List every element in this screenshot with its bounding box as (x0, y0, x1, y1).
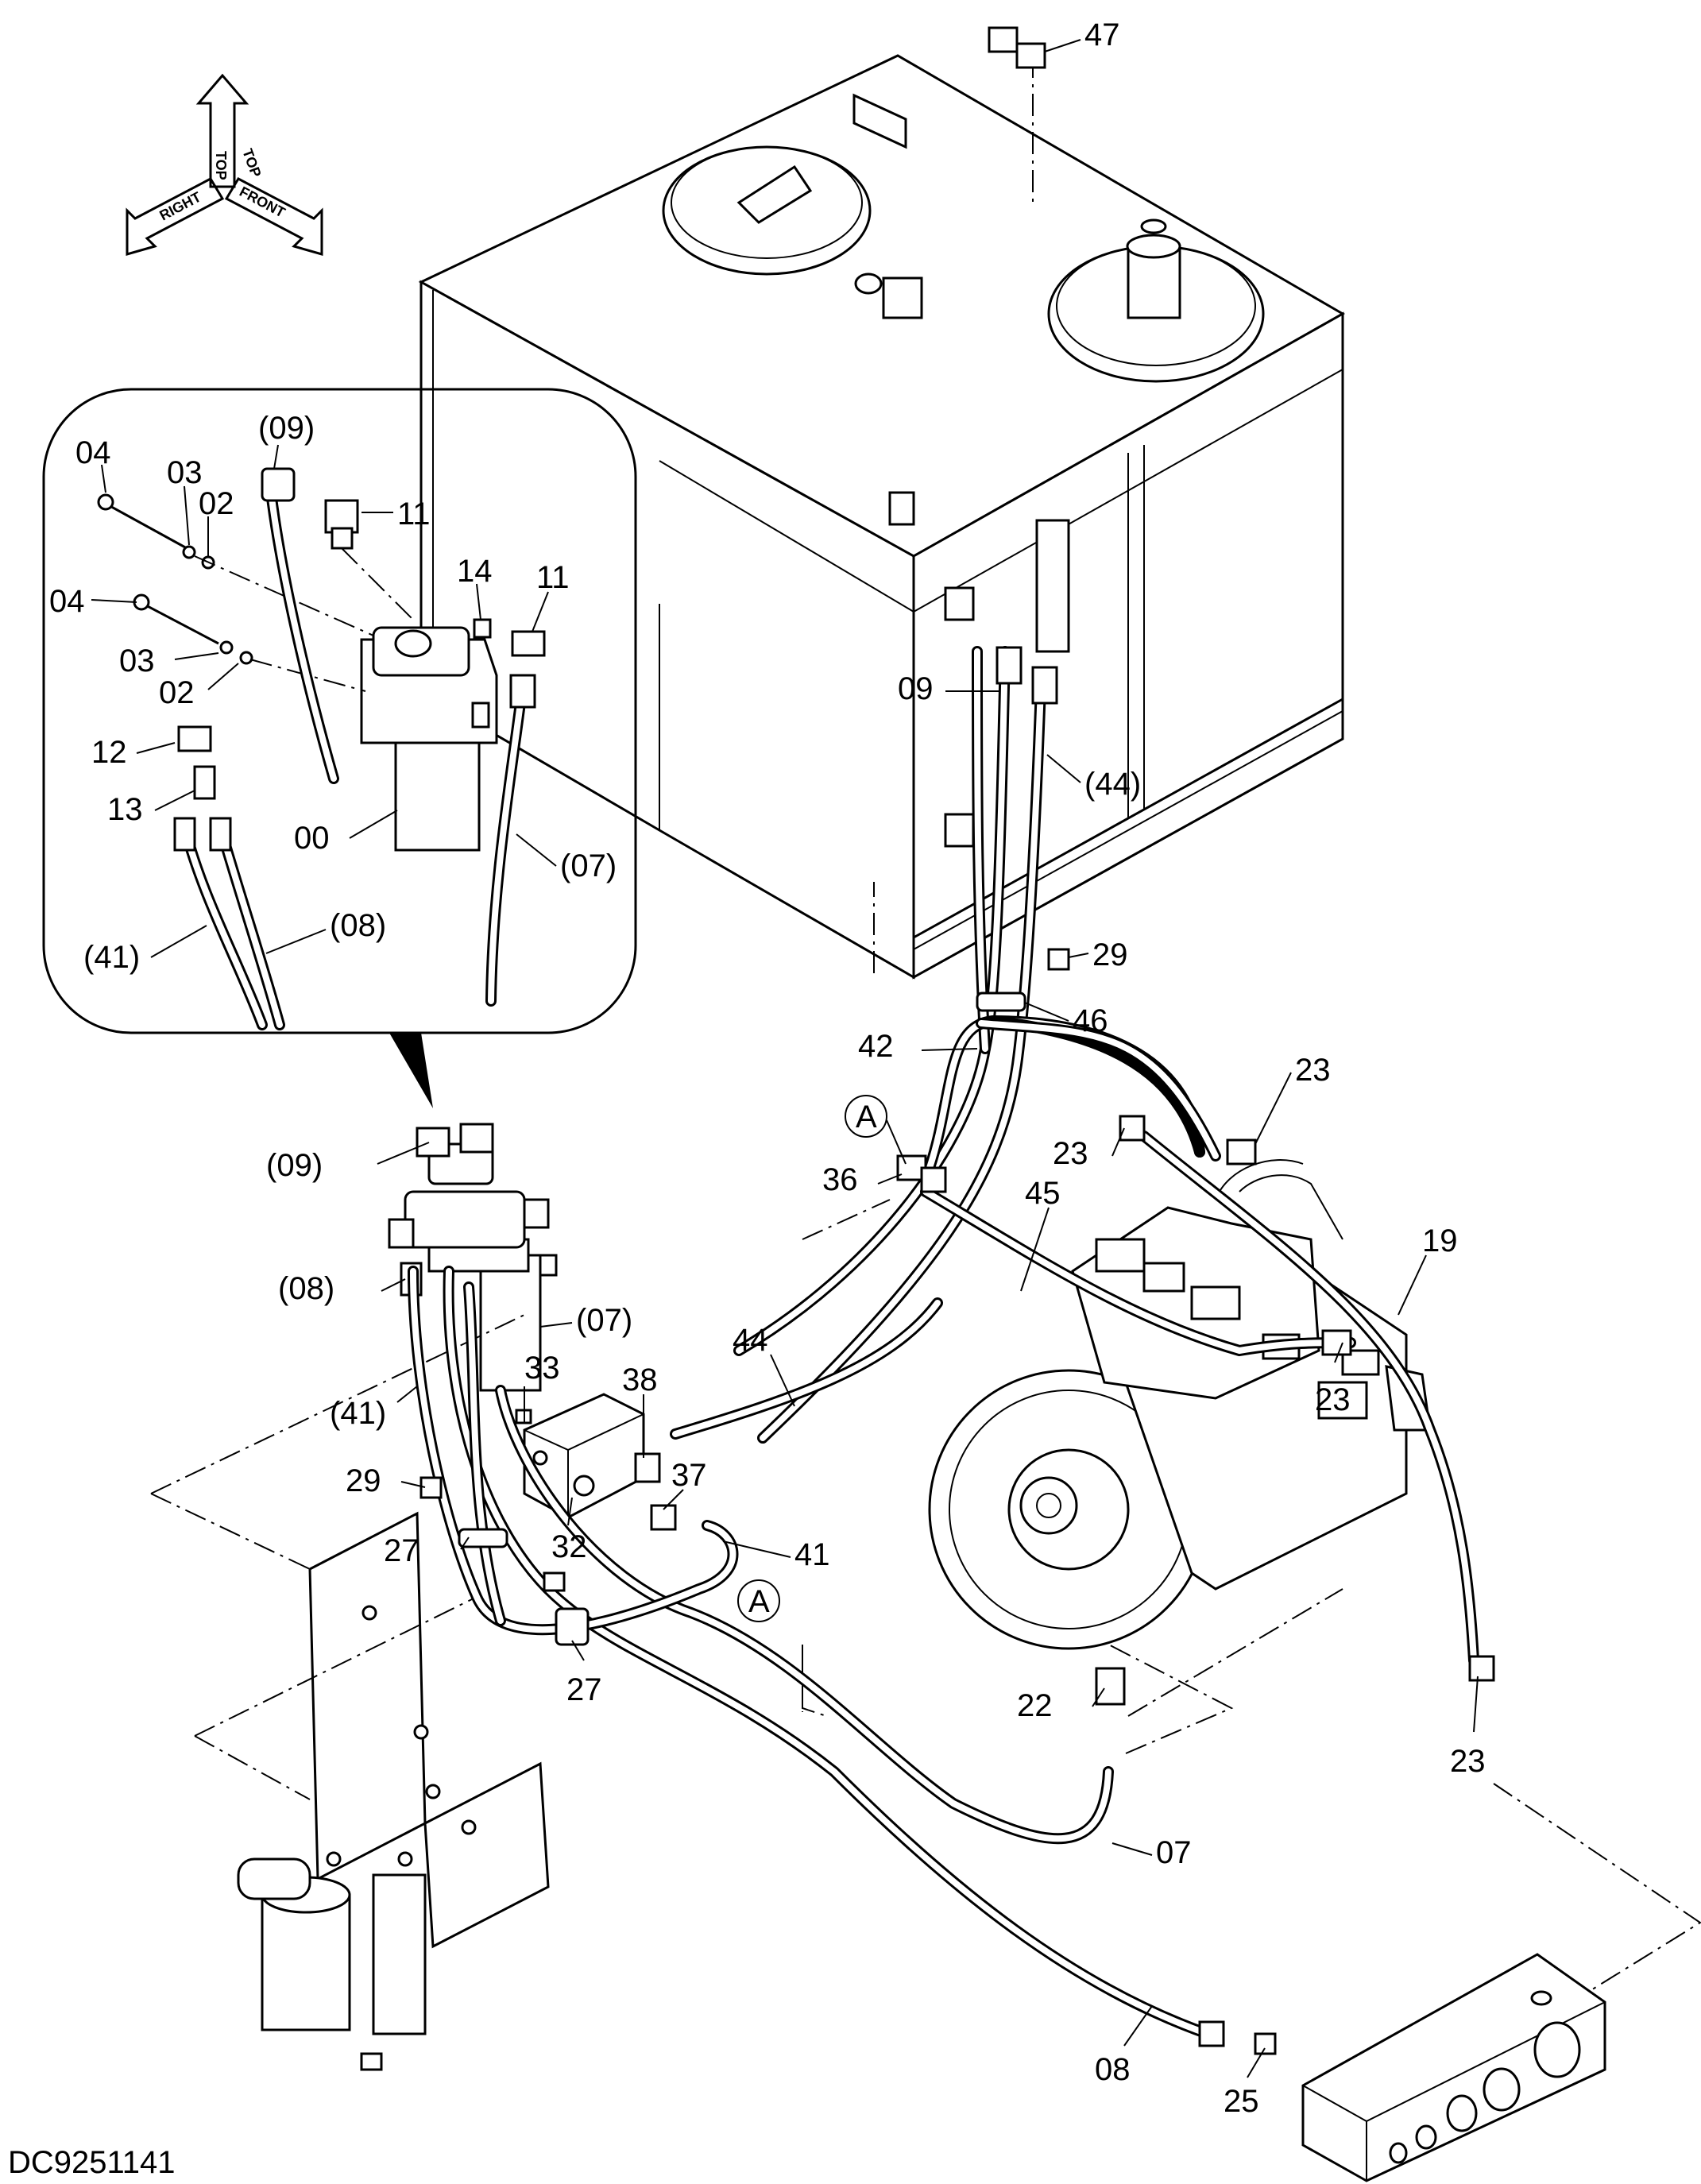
callout-07: 07 (1156, 1835, 1192, 1870)
detail-callout-11-top: 11 (397, 497, 431, 532)
callout-37: 37 (671, 1458, 707, 1493)
block-32 (515, 1393, 645, 1519)
callout-23-lower-right: 23 (1450, 1744, 1486, 1779)
callout-27-bottom: 27 (566, 1672, 602, 1707)
callout-47: 47 (1084, 17, 1120, 52)
manifold-block (1301, 1953, 1606, 2182)
detail-callout-09: (09) (258, 411, 315, 446)
callout-33: 33 (524, 1351, 560, 1386)
detail-callout-07: (07) (560, 848, 617, 883)
callout-29-left: 29 (346, 1463, 381, 1498)
callout-45: 45 (1025, 1176, 1061, 1211)
hydraulic-tank (418, 54, 1346, 980)
hoses (408, 26, 1495, 2055)
orientation-indicator: TOP TOP RIGHT FRONT (126, 73, 323, 256)
callout-08: 08 (1095, 2052, 1131, 2087)
callout-22: 22 (1017, 1688, 1053, 1723)
callout-44: 44 (733, 1323, 768, 1358)
detail-callout-41: (41) (83, 940, 140, 975)
callout-27-left: 27 (384, 1533, 419, 1568)
callout-07-paren: (07) (576, 1303, 632, 1338)
top-label: TOP (213, 151, 229, 180)
callout-29-top: 29 (1092, 937, 1128, 972)
callout-23-upper-right: 23 (1295, 1053, 1331, 1088)
top-label-alt: TOP (239, 147, 264, 180)
callout-25: 25 (1224, 2084, 1259, 2119)
leader-lines (377, 39, 1479, 2078)
callout-23-pump: 23 (1315, 1382, 1351, 1417)
detail-callout-11-right: 11 (536, 560, 570, 595)
callout-09: 09 (898, 671, 934, 706)
callout-46: 46 (1073, 1003, 1108, 1038)
callout-38: 38 (622, 1363, 658, 1397)
detail-view: (09) 04 03 02 11 14 11 04 03 02 12 13 00… (42, 388, 637, 1108)
reference-a-lower: A (748, 1584, 770, 1619)
mount-plate (237, 1511, 550, 2071)
detail-callout-03-top: 03 (167, 455, 203, 490)
callout-08-paren: (08) (278, 1271, 334, 1306)
detail-callout-03-bottom: 03 (119, 644, 155, 678)
detail-callout-12: 12 (91, 735, 127, 770)
callout-19: 19 (1422, 1223, 1458, 1258)
detail-callout-02-bottom: 02 (159, 675, 195, 710)
detail-callout-13: 13 (107, 792, 143, 827)
callout-41-paren: (41) (330, 1396, 386, 1431)
detail-callout-08: (08) (330, 908, 386, 943)
callout-41: 41 (794, 1537, 830, 1572)
detail-callout-00: 00 (294, 821, 330, 856)
callout-32: 32 (551, 1529, 587, 1564)
detail-callout-14: 14 (457, 554, 493, 589)
reference-a-upper: A (856, 1100, 877, 1135)
callout-09-paren: (09) (266, 1148, 323, 1183)
callout-labels: 47 29 46 42 23 23 36 45 19 09 (44) 44 38… (266, 17, 1486, 2119)
callout-44-paren: (44) (1084, 767, 1141, 802)
callout-42: 42 (858, 1029, 894, 1064)
front-label: FRONT (237, 184, 288, 221)
detail-callout-02-top: 02 (199, 486, 234, 521)
callout-23-upper-left: 23 (1053, 1136, 1088, 1171)
callout-36: 36 (822, 1162, 858, 1197)
detail-callout-04-top: 04 (75, 435, 111, 470)
detail-callout-04-bottom: 04 (49, 584, 85, 619)
drawing-code: DC9251141 (8, 2145, 176, 2180)
